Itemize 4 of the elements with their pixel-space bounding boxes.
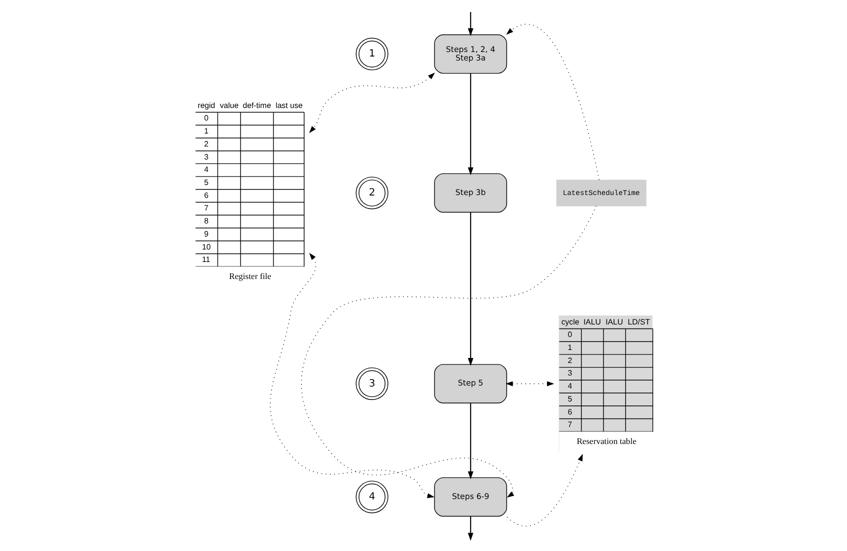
node-label: def-time [242, 100, 271, 110]
node-label: regid [197, 100, 215, 110]
node-label: value [219, 100, 238, 110]
node-label: last use [275, 100, 302, 110]
